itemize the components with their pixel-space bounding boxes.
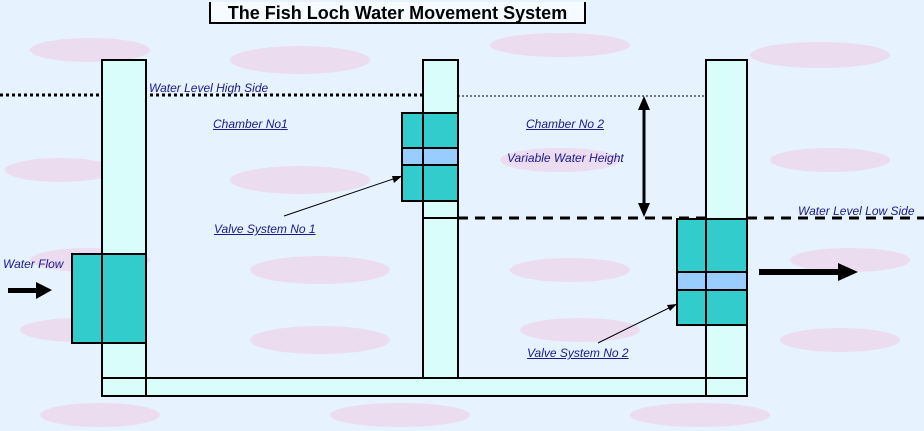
valve1-pointer-head xyxy=(392,176,402,183)
valve-system-2 xyxy=(676,218,748,326)
variable-height-arrow xyxy=(638,96,650,217)
bottom-channel xyxy=(101,377,748,397)
water-flow-label: Water Flow xyxy=(3,257,64,271)
valve1-pointer-line xyxy=(283,175,403,217)
water-level-low-label: Water Level Low Side xyxy=(798,204,915,218)
valve-system-1 xyxy=(401,112,459,202)
chamber-1-link[interactable]: Chamber No1 xyxy=(213,117,288,131)
variable-height-label: Variable Water Height xyxy=(507,151,624,165)
left-wall xyxy=(101,59,147,397)
middle-wall xyxy=(422,59,459,381)
inflow-arrow-icon xyxy=(8,282,52,299)
chamber-2-link[interactable]: Chamber No 2 xyxy=(526,117,605,131)
valve-system-2-link[interactable]: Valve System No 2 xyxy=(527,346,629,360)
valve-system-1-link[interactable]: Valve System No 1 xyxy=(214,222,316,236)
page-title: The Fish Loch Water Movement System xyxy=(209,2,586,24)
water-level-high-label: Water Level High Side xyxy=(149,81,269,95)
outflow-arrow-icon xyxy=(759,263,858,281)
inlet-gate xyxy=(71,253,147,344)
valve2-pointer-head xyxy=(667,304,677,311)
valve2-pointer-line xyxy=(597,303,678,344)
